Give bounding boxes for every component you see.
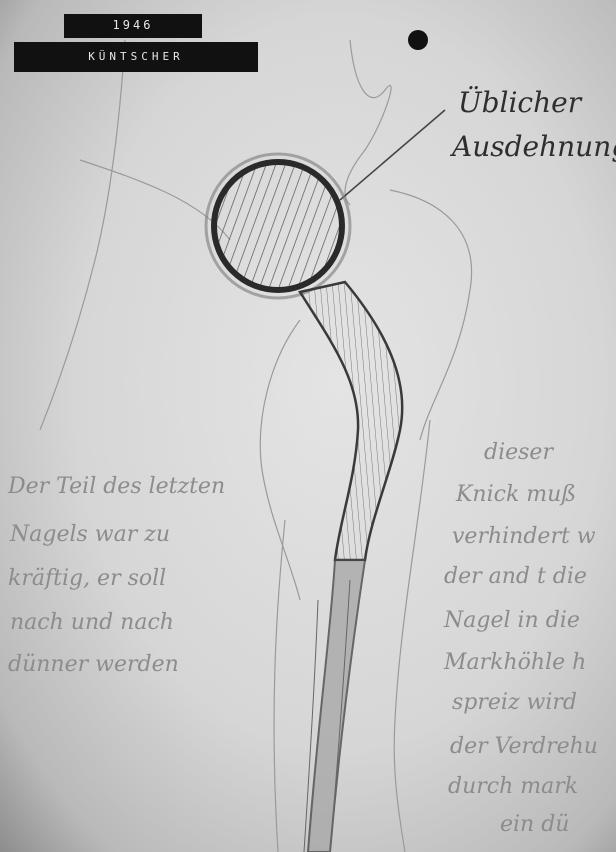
note-left-line-5: dünner werden bbox=[8, 652, 179, 677]
note-right-line-2: Knick muß bbox=[456, 482, 576, 507]
note-right-line-6: Markhöhle h bbox=[444, 650, 586, 675]
note-right-line-8: der Verdrehu bbox=[450, 734, 598, 759]
note-right-line-7: spreiz wird bbox=[452, 690, 577, 715]
shaft bbox=[308, 560, 365, 852]
femoral-neck bbox=[300, 282, 402, 560]
note-right-line-1: dieser bbox=[484, 440, 553, 465]
pointer-line bbox=[340, 110, 445, 200]
note-left-line-1: Der Teil des letzten bbox=[8, 474, 225, 499]
femoral-head bbox=[214, 162, 342, 290]
note-right-line-9: durch mark bbox=[448, 774, 578, 799]
note-left-line-4: nach und nach bbox=[10, 610, 174, 635]
note-right-line-10: ein dü bbox=[500, 812, 569, 837]
note-top-line-1: Üblicher bbox=[458, 86, 581, 119]
archive-label-name: KÜNTSCHER bbox=[14, 42, 258, 72]
note-left-line-2: Nagels war zu bbox=[10, 522, 170, 547]
note-right-line-5: Nagel in die bbox=[444, 608, 580, 633]
bone-outline-lines bbox=[40, 40, 472, 852]
archive-label-year: 1946 bbox=[64, 14, 202, 38]
punch-hole bbox=[408, 30, 428, 50]
note-right-line-4: der and t die bbox=[444, 564, 587, 589]
note-right-line-3: verhindert w bbox=[452, 524, 596, 549]
note-top-line-2: Ausdehnung bbox=[452, 130, 616, 163]
note-left-line-3: kräftig, er soll bbox=[8, 566, 166, 591]
